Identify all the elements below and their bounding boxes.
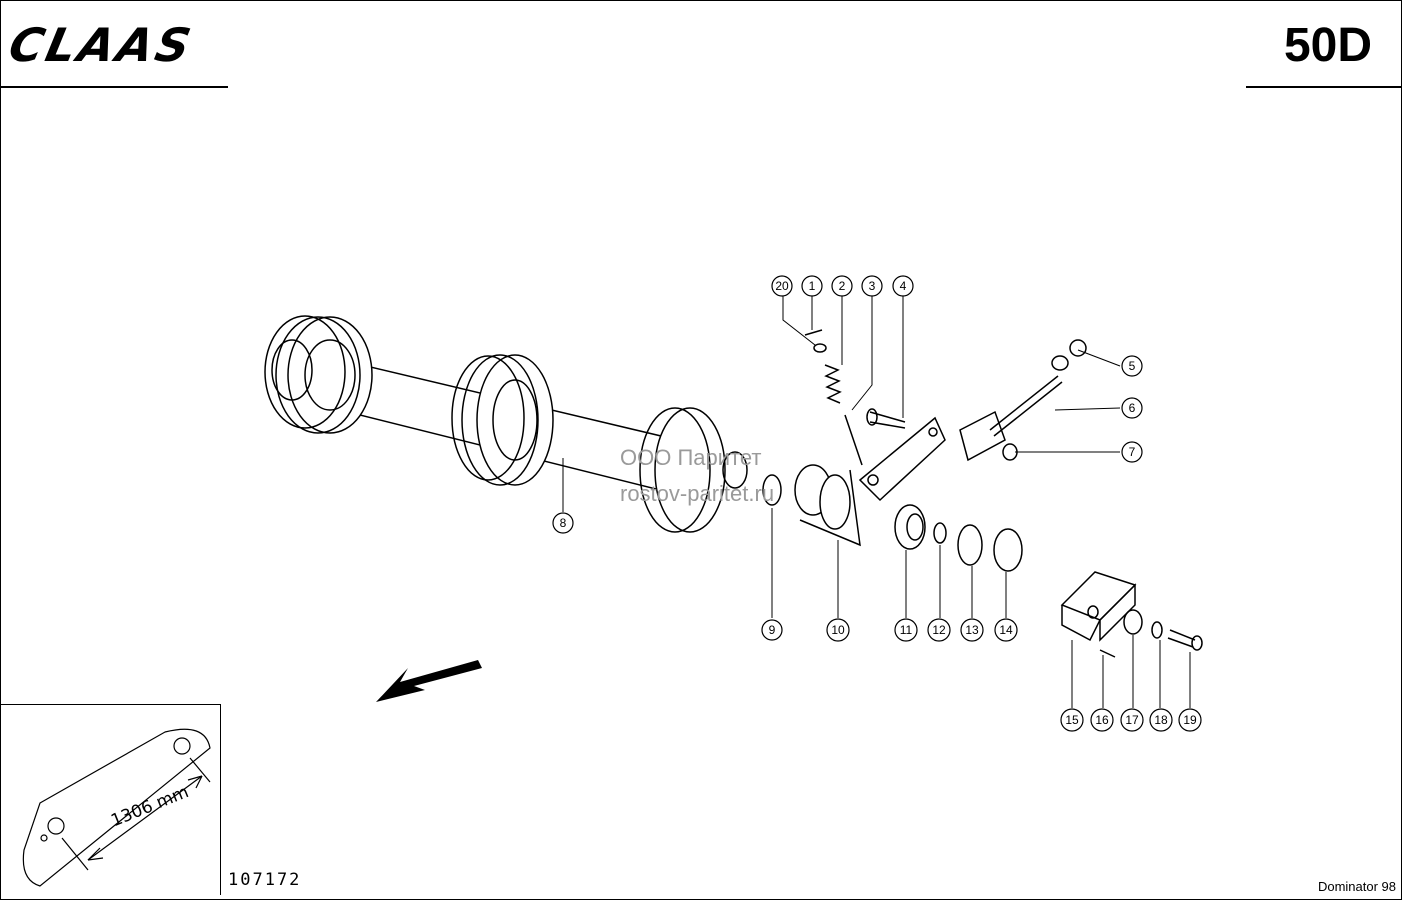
callout-19: 19	[1178, 708, 1202, 732]
svg-text:15: 15	[1065, 713, 1079, 727]
spring-2	[824, 364, 842, 404]
callout-11: 11	[894, 618, 918, 642]
callout-3: 3	[861, 275, 883, 297]
svg-text:17: 17	[1125, 713, 1139, 727]
svg-text:6: 6	[1129, 401, 1136, 415]
page-code-underline	[1246, 86, 1402, 88]
bushing-10	[794, 464, 861, 547]
circlip-12	[933, 522, 947, 544]
svg-text:11: 11	[900, 623, 913, 637]
callout-2: 2	[831, 275, 853, 297]
callout-16: 16	[1090, 708, 1114, 732]
pin-3	[844, 414, 863, 466]
svg-text:19: 19	[1183, 713, 1197, 727]
svg-text:14: 14	[999, 623, 1013, 637]
callout-4: 4	[892, 275, 914, 297]
svg-text:7: 7	[1129, 445, 1136, 459]
watermark-line-1: ООО Паритет	[620, 445, 762, 470]
callout-17: 17	[1120, 708, 1144, 732]
bolt-19	[1167, 629, 1203, 651]
washer-9	[762, 474, 782, 506]
bolt-4	[869, 411, 906, 429]
callout-6: 6	[1121, 397, 1143, 419]
svg-text:9: 9	[769, 623, 776, 637]
callout-14: 14	[994, 618, 1018, 642]
svg-text:3: 3	[869, 279, 876, 293]
adjuster-6	[959, 339, 1087, 462]
drum-left	[264, 315, 373, 434]
inset-sketch	[22, 728, 211, 887]
leader-lines	[562, 296, 1191, 708]
svg-text:12: 12	[932, 623, 946, 637]
callout-7: 7	[1121, 441, 1143, 463]
machine-model: Dominator 98	[1317, 879, 1396, 894]
block-15	[1060, 571, 1137, 642]
drawing-number: 107172	[228, 870, 302, 890]
brand-underline	[0, 86, 228, 88]
watermark-line-2: rostov-paritet.ru	[620, 481, 775, 506]
callout-12: 12	[927, 618, 951, 642]
svg-text:13: 13	[965, 623, 979, 637]
callout-18: 18	[1149, 708, 1173, 732]
callout-10: 10	[826, 618, 850, 642]
svg-text:8: 8	[560, 516, 567, 530]
watermark: ООО Паритет rostov-paritet.ru	[620, 440, 774, 512]
washer-17	[1123, 609, 1143, 635]
svg-text:18: 18	[1154, 713, 1168, 727]
washer-18	[1151, 621, 1163, 639]
svg-text:16: 16	[1095, 713, 1109, 727]
callout-1: 1	[801, 275, 823, 297]
page-code: 50D	[1283, 19, 1372, 72]
cotter-1	[804, 329, 823, 336]
lever-arm	[858, 416, 946, 502]
drum-right	[639, 407, 748, 533]
callout-20: 20	[771, 275, 793, 297]
washer-20	[813, 343, 827, 353]
inset-panel	[0, 704, 221, 895]
svg-text:2: 2	[839, 279, 846, 293]
pin-16	[1099, 649, 1116, 658]
bearing-11	[894, 504, 926, 550]
callout-13: 13	[960, 618, 984, 642]
callout-9: 9	[761, 619, 783, 641]
callout-5: 5	[1121, 355, 1143, 377]
svg-text:4: 4	[900, 279, 907, 293]
svg-text:20: 20	[775, 279, 789, 293]
callout-8: 8	[552, 512, 574, 534]
svg-text:5: 5	[1129, 359, 1136, 373]
ring-13	[957, 524, 983, 566]
callout-15: 15	[1060, 708, 1084, 732]
svg-text:10: 10	[831, 623, 845, 637]
svg-text:1: 1	[809, 279, 816, 293]
direction-arrow	[376, 660, 482, 702]
drum-middle	[451, 354, 554, 486]
ring-14	[993, 528, 1023, 572]
